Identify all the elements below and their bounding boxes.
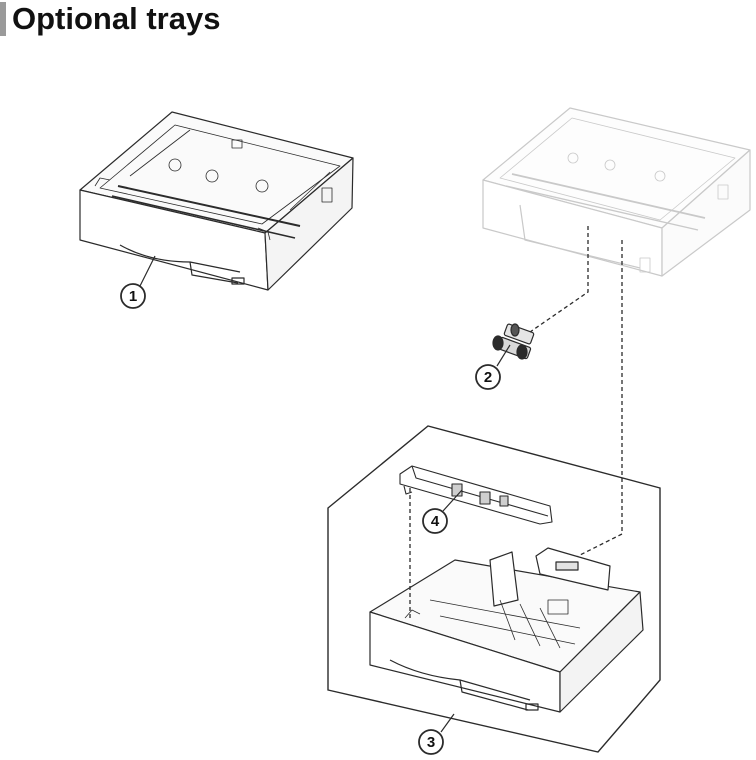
callout-2-label: 2 bbox=[484, 369, 492, 386]
callout-4-label: 4 bbox=[431, 513, 440, 530]
title-accent-bar bbox=[0, 2, 6, 36]
paper-tray-part bbox=[369, 547, 644, 713]
callout-3: 3 bbox=[418, 729, 444, 755]
callout-1: 1 bbox=[120, 283, 146, 309]
separator-guide-part bbox=[399, 465, 553, 525]
assembly-guide-lines bbox=[409, 226, 623, 618]
pick-roller-part bbox=[492, 323, 535, 360]
inset-frame bbox=[327, 425, 661, 753]
assembled-tray-unit bbox=[79, 111, 354, 291]
callout-leaders bbox=[139, 255, 511, 733]
callout-2: 2 bbox=[475, 364, 501, 390]
ghosted-tray-unit bbox=[482, 107, 751, 277]
callout-1-label: 1 bbox=[129, 288, 137, 305]
callout-3-label: 3 bbox=[427, 734, 435, 751]
page-title: Optional trays bbox=[12, 1, 221, 36]
callout-4: 4 bbox=[422, 508, 448, 534]
